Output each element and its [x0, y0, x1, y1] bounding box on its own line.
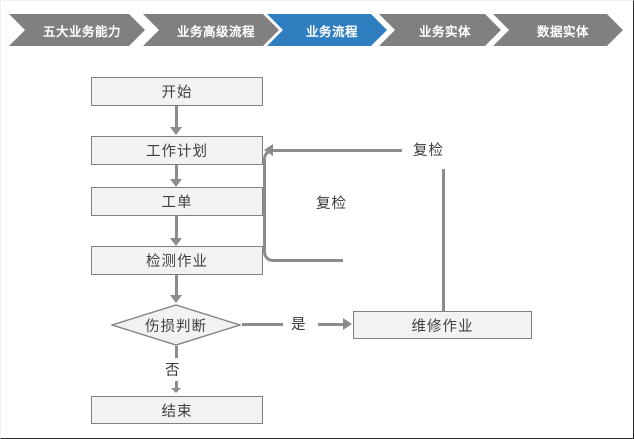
connector-repair-recheck-vertical: [442, 169, 445, 312]
node-inspection[interactable]: 检测作业: [91, 246, 263, 275]
node-end-label: 结束: [161, 403, 193, 420]
connector-repair-recheck-horizontal: [267, 149, 402, 152]
breadcrumb-item-3[interactable]: 业务流程: [267, 14, 387, 46]
breadcrumb-item-1[interactable]: 五大业务能力: [9, 14, 145, 46]
breadcrumb-item-1-label: 五大业务能力: [42, 24, 121, 39]
diamond-shape-icon: [111, 304, 241, 346]
edge-label-yes: 是: [291, 317, 307, 333]
edge-label-recheck-inspection: 复检: [316, 196, 347, 212]
node-damage-decision-label: 伤损判断: [145, 318, 207, 335]
breadcrumb-item-5-label: 数据实体: [536, 24, 589, 39]
edge-label-no: 否: [165, 363, 181, 379]
arrowhead-work-order-to-inspection-icon: [170, 238, 182, 246]
breadcrumb-item-2[interactable]: 业务高级流程: [143, 14, 279, 46]
arrowhead-inspection-to-decision-icon: [170, 295, 182, 303]
node-damage-decision[interactable]: 伤损判断: [111, 304, 241, 346]
arrowhead-no-to-end-icon: [171, 388, 181, 393]
connector-inspection-to-decision: [175, 275, 178, 296]
node-inspection-label: 检测作业: [146, 254, 208, 270]
edge-label-recheck-repair: 复检: [413, 143, 444, 159]
arrowhead-yes-to-repair-icon: [343, 318, 352, 330]
node-work-plan-label: 工作计划: [146, 144, 208, 160]
breadcrumb: 五大业务能力 业务高级流程 业务流程 业务实体 数据实体: [1, 14, 634, 46]
node-end[interactable]: 结束: [91, 396, 263, 424]
connector-work-plan-to-work-order: [175, 165, 178, 180]
arrowhead-work-plan-to-work-order-icon: [170, 179, 182, 187]
connector-decision-to-end: [175, 346, 178, 358]
breadcrumb-item-2-label: 业务高级流程: [176, 24, 255, 39]
node-work-plan[interactable]: 工作计划: [91, 136, 263, 165]
connector-yes-to-repair: [318, 323, 344, 326]
arrowhead-recheck-to-work-plan-icon: [264, 144, 273, 156]
node-work-order-label: 工单: [161, 195, 193, 211]
breadcrumb-item-4[interactable]: 业务实体: [379, 14, 501, 46]
node-start-label: 开始: [161, 85, 193, 101]
arrowhead-start-to-work-plan-icon: [170, 127, 182, 135]
breadcrumb-item-5[interactable]: 数据实体: [493, 14, 623, 46]
breadcrumb-item-3-label: 业务流程: [305, 24, 358, 39]
node-work-order[interactable]: 工单: [91, 187, 263, 216]
node-repair[interactable]: 维修作业: [353, 311, 532, 339]
connector-no-to-end: [175, 381, 178, 389]
connector-work-order-to-inspection: [175, 216, 178, 239]
node-repair-label: 维修作业: [411, 318, 474, 335]
connector-decision-to-yes: [242, 323, 283, 326]
node-start[interactable]: 开始: [91, 77, 263, 106]
connector-start-to-work-plan: [175, 106, 178, 128]
breadcrumb-item-4-label: 业务实体: [418, 24, 471, 39]
